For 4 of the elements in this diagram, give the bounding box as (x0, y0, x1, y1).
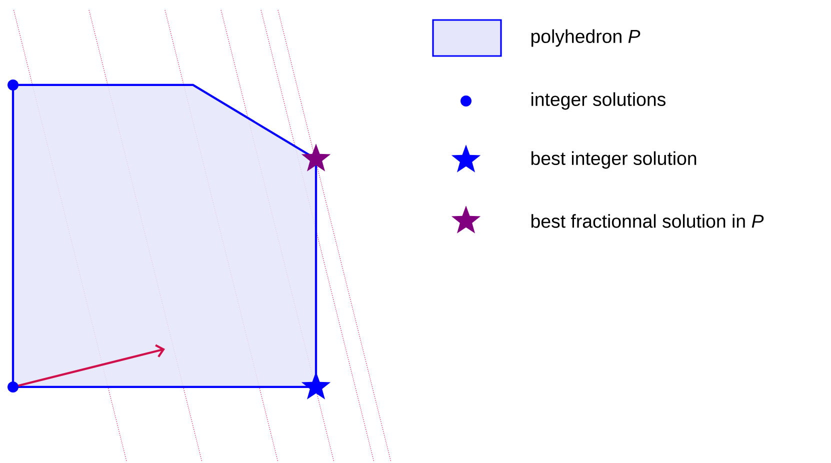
legend-label: best fractionnal solution in P (531, 214, 764, 228)
legend-label: best integer solution (531, 151, 696, 169)
legend-label: polyhedron P (531, 29, 640, 47)
legend-label: integer solutions (532, 92, 666, 110)
